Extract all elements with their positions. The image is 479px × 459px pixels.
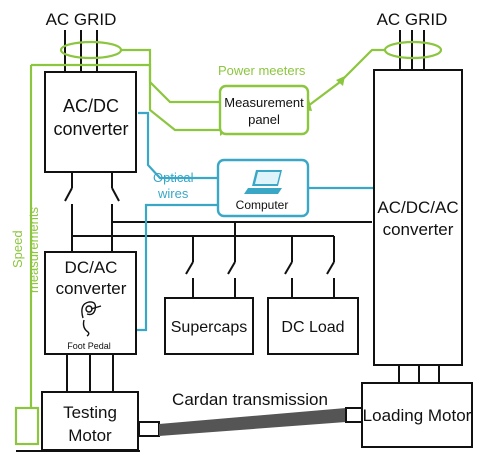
dcac-converter-block <box>44 251 137 355</box>
power-wiring <box>16 30 440 452</box>
speed-measurements-label-line2: measurements <box>26 207 41 293</box>
foot-pedal-label: Foot Pedal <box>67 341 111 351</box>
arrow-head-icon <box>336 76 345 86</box>
testing-motor-label-line1: Testing <box>63 403 117 422</box>
dc-load-block <box>267 297 359 355</box>
laptop-icon <box>244 170 282 194</box>
cardan-transmission-label: Cardan transmission <box>172 390 328 409</box>
loading-motor-block <box>361 382 473 448</box>
dcac-converter-label-line1: DC/AC <box>65 258 118 277</box>
ac-grid-left-label: AC GRID <box>46 10 117 29</box>
measurement-panel-label-line1: Measurement <box>224 95 304 110</box>
measurement-lines <box>29 40 443 408</box>
acdc-converter-label-line2: converter <box>53 119 128 139</box>
acdcac-converter-block <box>373 69 463 366</box>
cardan-shaft <box>138 407 363 437</box>
measurement-panel-block <box>218 84 310 136</box>
testing-motor-block <box>41 391 139 451</box>
computer-label: Computer <box>236 198 289 212</box>
dcac-converter-label-line2: converter <box>56 279 127 298</box>
optical-lines <box>136 111 374 332</box>
testing-motor-label-line2: Motor <box>68 426 112 445</box>
dc-load-label: DC Load <box>281 319 344 336</box>
foot-pedal-icon <box>81 301 102 337</box>
measurement-panel-label-line2: panel <box>248 112 280 127</box>
acdc-converter-block <box>44 71 137 173</box>
acdc-converter-label-line1: AC/DC <box>63 96 119 116</box>
supercaps-label: Supercaps <box>171 319 248 336</box>
power-meters-label: Power meeters <box>218 63 306 78</box>
optical-wires-label-line2: wires <box>157 186 189 201</box>
supercaps-block <box>164 297 254 355</box>
acdcac-converter-label-line1: AC/DC/AC <box>377 198 458 217</box>
speed-measurements-label-line1: Speed <box>10 230 25 268</box>
speed-sensor-block <box>14 406 40 446</box>
ac-grid-right-label: AC GRID <box>377 10 448 29</box>
acdcac-converter-label-line2: converter <box>383 220 454 239</box>
loading-motor-label: Loading Motor <box>363 406 472 425</box>
optical-wires-label-line1: Optical <box>153 170 194 185</box>
